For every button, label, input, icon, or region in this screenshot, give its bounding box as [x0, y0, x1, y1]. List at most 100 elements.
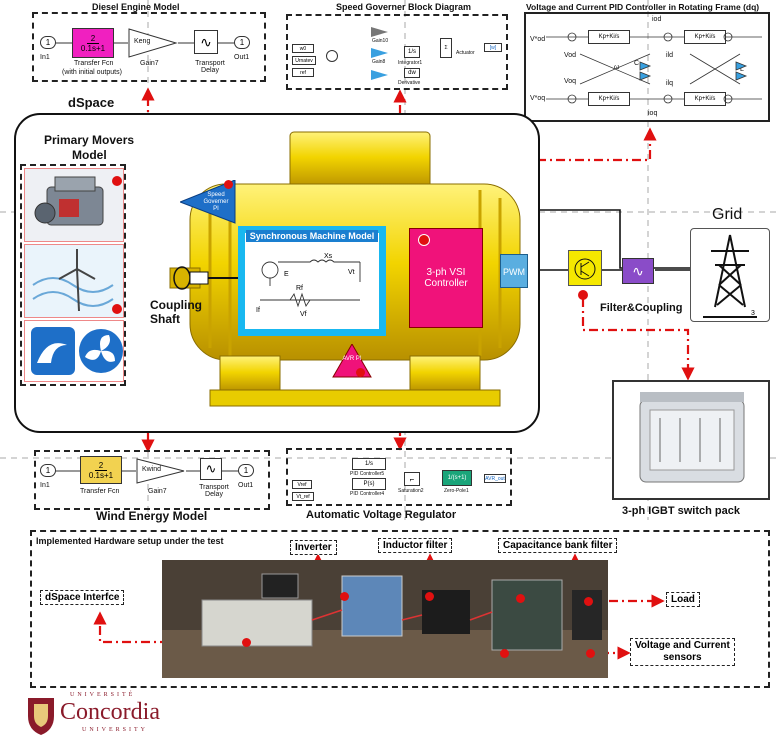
- diesel-gain-triangle: [128, 28, 178, 58]
- governor-integrator: 1/s: [404, 46, 420, 58]
- callout-inverter: Inverter: [290, 540, 337, 555]
- hardware-box: [30, 530, 770, 688]
- wind-wires: [56, 470, 238, 472]
- igbt-pack-box: [612, 380, 770, 500]
- speed-governer-red-dot: [224, 180, 233, 189]
- pid-signal-omega: ω: [614, 64, 620, 71]
- pid-pi-block-1: Kp+Ki/s: [588, 30, 630, 44]
- igbt-pack-title: 3-ph IGBT switch pack: [622, 505, 740, 517]
- governor-box: [286, 14, 508, 90]
- wind-tf-label: Transfer Fcn: [80, 488, 120, 495]
- diesel-tf-label: Transfer Fcn: [74, 60, 114, 67]
- hw-dot-inverter: [340, 592, 349, 601]
- governor-derivative-label: Derivative: [398, 80, 421, 86]
- pid-signal-vod: Vod: [564, 52, 577, 59]
- sync-symbol-vf: Vf: [300, 311, 307, 318]
- avr-pi-label: AVR PI: [342, 356, 362, 362]
- governor-integrator-label: Integrator1: [398, 60, 423, 66]
- sync-machine-circuit: E Xs Vt If Rf Vf: [256, 253, 361, 318]
- avr-pid4: P(s): [352, 478, 386, 490]
- concordia-logo: UNIVERSITÉ Concordia UNIVERSITY: [26, 692, 226, 740]
- coupling-shaft-icon: [173, 266, 238, 290]
- concordia-crest-icon: [28, 698, 54, 735]
- callout-capacitor: Capacitance bank filter: [498, 538, 618, 553]
- wind-delay-label: Transport Delay: [199, 484, 229, 498]
- avr-pid5: 1/s: [352, 458, 386, 470]
- avr-pid4-label: PID Controller4: [350, 491, 385, 497]
- prime-movers-title-1: Primary Movers: [44, 133, 135, 147]
- avr-vref: Vref: [292, 480, 312, 489]
- governor-title: Speed Governer Block Diagram: [336, 2, 472, 12]
- hydro-icons: [31, 327, 123, 375]
- sync-machine-title: Synchronous Machine Model: [246, 230, 378, 242]
- sensors-line-1: Voltage and Current: [635, 640, 730, 651]
- diesel-tf-sublabel: (with initial outputs): [62, 69, 122, 76]
- diesel-tf-num: 2: [86, 34, 100, 44]
- wind-gain: Kwind: [142, 466, 162, 473]
- igbt-symbol: [568, 250, 602, 286]
- igbt-pack-image: [639, 392, 745, 483]
- pid-pi-block-3: Kp+Ki/s: [588, 92, 630, 106]
- avr-pid5-label: PID Controller5: [350, 471, 385, 477]
- governor-actuator: Σ: [440, 38, 452, 58]
- governor-block-urnatev: Urnatev: [292, 56, 316, 65]
- pid-signal-voq-ref: V*oq: [530, 95, 546, 102]
- governor-gain-triangles: [371, 27, 388, 80]
- diesel-tf-den: 0.1s+1: [80, 43, 106, 53]
- diesel-engine-tile: [24, 168, 124, 242]
- igbt-icon: [574, 258, 596, 280]
- sync-symbol-vt: Vt: [348, 269, 355, 276]
- pid-wiring: [546, 32, 762, 104]
- avr-zero-pole: 1/(s+1): [442, 470, 472, 486]
- avr-vt-ref: Vt_ref: [292, 492, 314, 501]
- diesel-in-port: 1: [40, 36, 56, 49]
- wind-tf-den: 0.1s+1: [88, 470, 114, 480]
- hw-dot-sensor-1: [500, 649, 509, 658]
- hydro-tile: [24, 320, 124, 382]
- transmission-tower-icon: 3: [703, 234, 757, 318]
- diesel-gain: Keng: [134, 38, 151, 45]
- wind-in-port: 1: [40, 464, 56, 477]
- pid-pi-block-4: Kp+Ki/s: [684, 92, 726, 106]
- pwm-block: PWM: [500, 254, 528, 288]
- diesel-delay-icon: ∿: [194, 30, 218, 54]
- wind-turbine-icon: [32, 249, 114, 312]
- wind-transfer-fcn: 2 0.1s+1: [80, 456, 122, 484]
- hw-dot-dspace: [242, 638, 251, 647]
- pid-signal-voq: Voq: [564, 78, 577, 85]
- pid-signal-l: L: [740, 66, 744, 73]
- callout-inductor: Inductor filter: [378, 538, 453, 553]
- sync-machine-box: [238, 226, 386, 336]
- sync-symbol-e: E: [284, 271, 289, 278]
- avr-saturation: ⌐: [404, 472, 420, 486]
- vsi-controller-label: 3-ph VSI Controller: [424, 267, 468, 289]
- sync-symbol-if: If: [256, 307, 260, 314]
- callout-dspace: dSpace Interfce: [40, 590, 125, 605]
- dspace-tag: dSpace: [68, 95, 115, 110]
- pid-signal-iod: iod: [652, 16, 662, 23]
- filter-coupling-label: Filter&Coupling: [600, 302, 683, 314]
- pid-signal-ioq: ioq: [648, 110, 658, 117]
- pid-box: [524, 12, 770, 122]
- pid-signal-c: C: [634, 60, 640, 67]
- governor-gain8: Gain8: [372, 59, 386, 65]
- diesel-red-dot: [112, 176, 122, 186]
- hardware-photo-scene: [162, 560, 608, 678]
- diesel-in-label: In1: [40, 54, 50, 61]
- grid-phase: 3: [751, 310, 755, 317]
- prime-movers-stack: [20, 164, 126, 386]
- governor-block-ref: ref: [292, 68, 314, 77]
- avr-saturation-label: Saturation2: [398, 488, 424, 494]
- governor-derivative: dw: [404, 68, 420, 78]
- wind-gain-triangle: [136, 458, 185, 484]
- avr-out: AVR_out: [484, 474, 506, 483]
- diesel-delay-label: Transport Delay: [195, 60, 225, 74]
- wind-red-dot: [112, 304, 122, 314]
- speed-governer-label: Speed Governer PI: [203, 192, 229, 212]
- diesel-out-label: Out1: [234, 54, 250, 61]
- engine-icon: [34, 176, 104, 226]
- diesel-model-title: Diesel Engine Model: [92, 2, 180, 12]
- pid-signal-ild: ild: [666, 52, 674, 59]
- sync-symbol-xs: Xs: [324, 253, 333, 260]
- callout-sensors: Voltage and Current sensors: [630, 638, 735, 666]
